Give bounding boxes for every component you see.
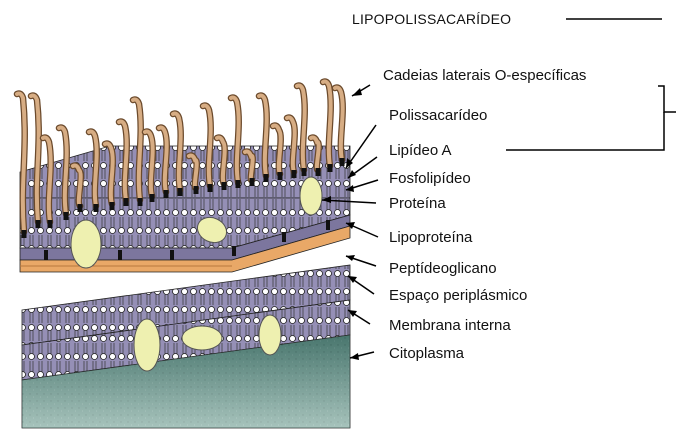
lipid-a-anchor — [78, 204, 83, 212]
protein-oval — [71, 220, 101, 268]
label-periplasmic-space: Espaço periplásmico — [389, 288, 527, 303]
lipid-a-anchor — [302, 168, 307, 176]
protein-oval — [300, 177, 322, 215]
lipid-a-anchor — [278, 172, 283, 180]
label-peptidoglycan: Peptídeoglicano — [389, 261, 497, 276]
label-polysaccharide: Polissacarídeo — [389, 108, 487, 123]
lipid-a-anchor — [340, 158, 345, 166]
lipid-a-anchor — [164, 190, 169, 198]
label-protein: Proteína — [389, 196, 446, 211]
lipid-a-anchor — [328, 164, 333, 172]
lipid-a-anchor — [250, 178, 255, 186]
lipid-a-anchor — [292, 170, 297, 178]
label-o-specific-chains: Cadeias laterais O-específicas — [383, 68, 586, 83]
label-lipoprotein: Lipoproteína — [389, 230, 472, 245]
protein-oval — [182, 326, 222, 350]
lipid-a-anchor — [94, 204, 99, 212]
protein-oval — [134, 319, 160, 371]
lipid-a-anchor — [222, 182, 227, 190]
lipid-a-anchor — [178, 188, 183, 196]
lipid-a-anchor — [48, 220, 53, 228]
label-phospholipid: Fosfolipídeo — [389, 171, 471, 186]
label-cytoplasm: Citoplasma — [389, 346, 464, 361]
lipid-a-anchor — [264, 174, 269, 182]
protein-oval — [259, 315, 281, 355]
lipid-a-anchor — [208, 184, 213, 192]
lipid-a-anchor — [124, 198, 129, 206]
lipid-a-anchor — [236, 180, 241, 188]
lipid-a-anchor — [150, 194, 155, 202]
lipid-a-anchor — [138, 198, 143, 206]
lipid-a-anchor — [194, 186, 199, 194]
lipid-a-anchor — [110, 202, 115, 210]
label-inner-membrane: Membrana interna — [389, 318, 511, 333]
lipid-a-anchor — [316, 168, 321, 176]
lipid-a-anchor — [22, 230, 27, 238]
label-lipid-a: Lipídeo A — [389, 143, 452, 158]
lipid-a-anchor — [64, 212, 69, 220]
lipid-a-anchor — [36, 220, 41, 228]
lipopolysaccharide-title: LIPOPOLISSACARÍDEO — [352, 12, 511, 26]
